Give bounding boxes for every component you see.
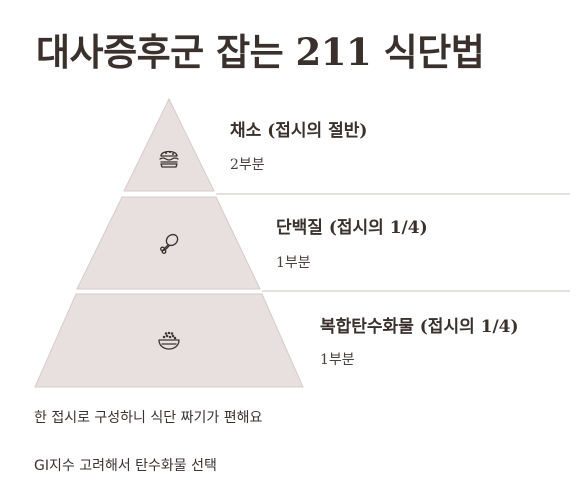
rice-bowl-icon <box>158 331 180 350</box>
tier-label-carbs: 복합탄수화물 (접시의 1/4) <box>320 317 519 337</box>
tier-label-protein: 단백질 (접시의 1/4) <box>276 218 428 238</box>
pyramid-tier-middle <box>76 196 261 290</box>
tier-portion-protein: 1부분 <box>276 255 311 271</box>
drumstick-icon <box>160 233 179 254</box>
pyramid-tier-top <box>123 97 215 192</box>
page-title: 대사증후군 잡는 211 식단법 <box>36 30 485 74</box>
note-one-plate: 한 접시로 구성하니 식단 짜기가 편해요 <box>34 410 263 426</box>
burger-icon <box>159 150 179 168</box>
tier-portion-carbs: 1부분 <box>320 352 355 368</box>
note-gi-index: GI지수 고려해서 탄수화물 선택 <box>34 458 217 474</box>
tier-label-vegetables: 채소 (접시의 절반) <box>230 121 368 141</box>
tier-portion-vegetables: 2부분 <box>230 157 265 173</box>
